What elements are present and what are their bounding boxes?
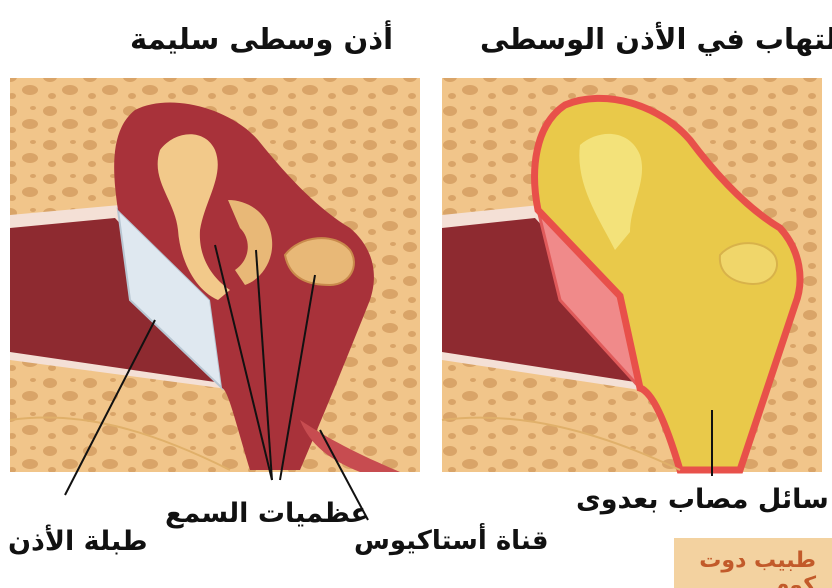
infected-ear-title: التهاب في الأذن الوسطى	[480, 22, 832, 56]
eardrum-label: طبلة الأذن	[8, 526, 148, 557]
healthy-ear-illustration	[10, 78, 420, 472]
infected-fluid-label: سائل مصاب بعدوى	[576, 484, 829, 515]
ossicles-label: عظميات السمع	[165, 498, 369, 529]
infected-ear-illustration	[442, 78, 822, 472]
watermark-text: طبيب دوت كوم	[674, 548, 816, 588]
eustachian-tube-label: قناة أستاكيوس	[354, 526, 549, 556]
watermark: طبيب دوت كوم	[674, 538, 832, 588]
healthy-ear-title: أذن وسطى سليمة	[130, 22, 393, 56]
